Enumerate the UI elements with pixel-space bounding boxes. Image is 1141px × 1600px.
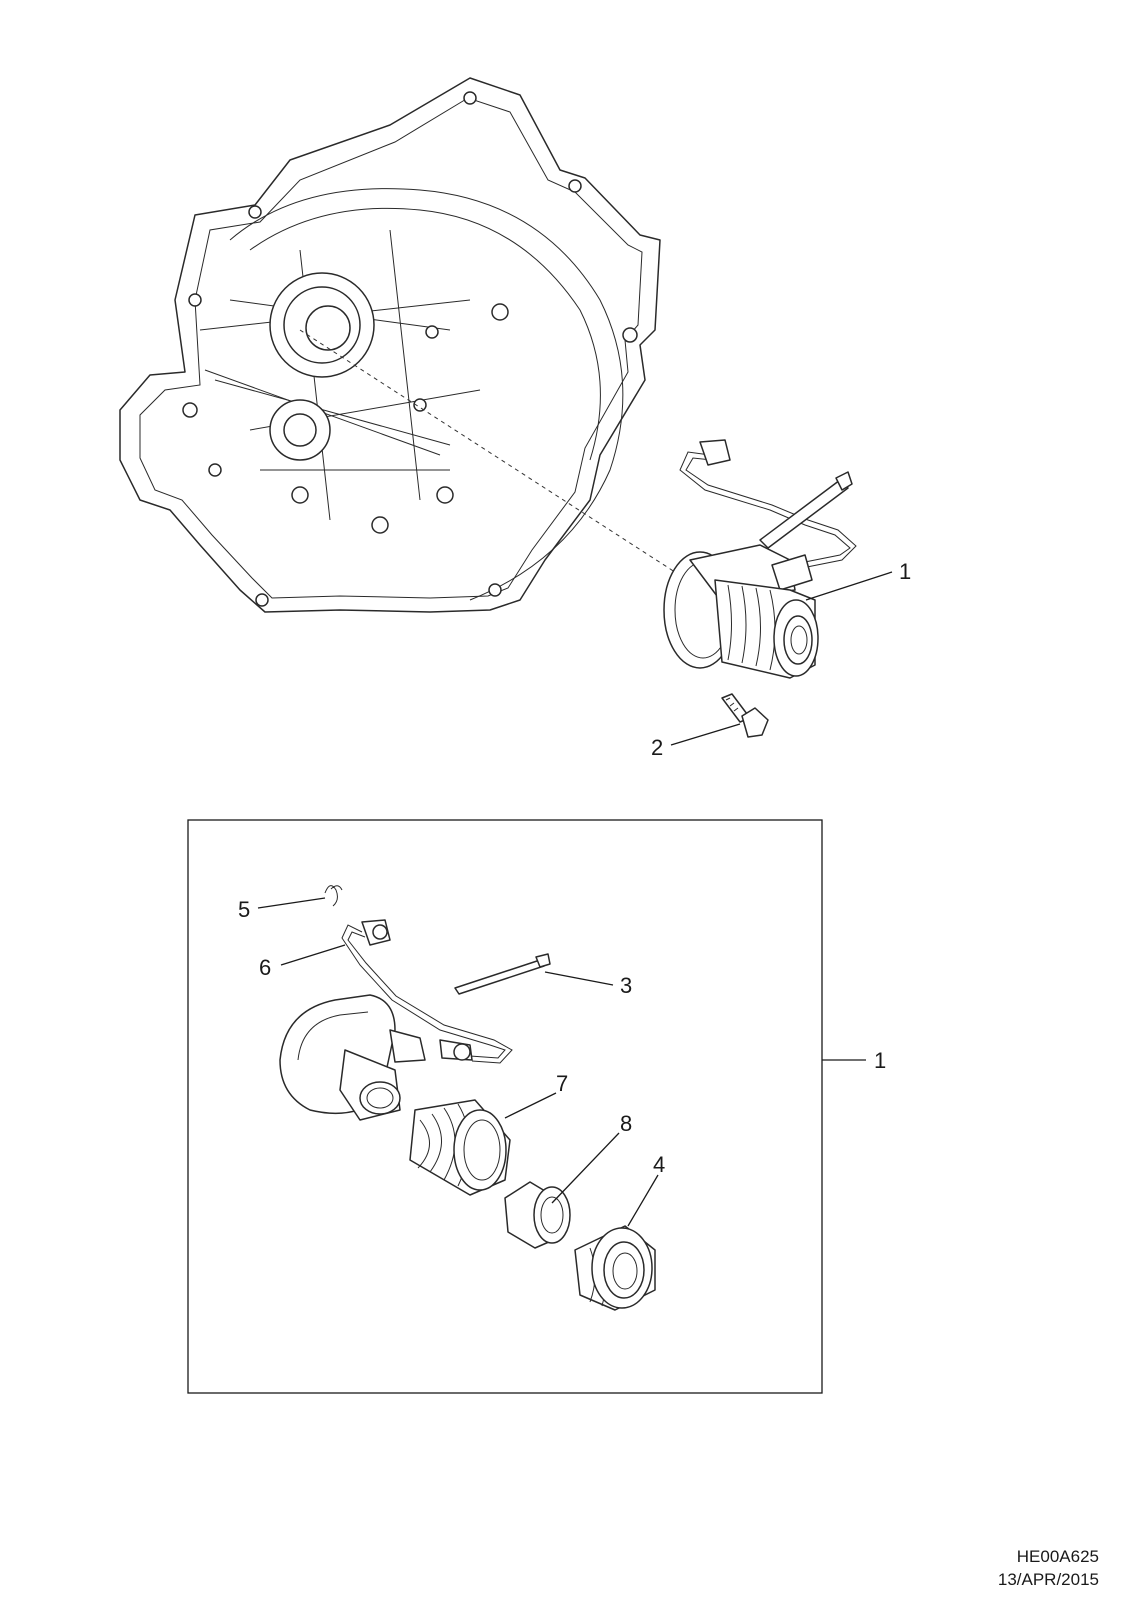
release-bearing [574, 1225, 656, 1311]
hydraulic-line [341, 919, 513, 1064]
callout-2: 2 [651, 735, 663, 760]
callout-3: 3 [620, 973, 632, 998]
bellows-boot [409, 1099, 511, 1196]
callout-5: 5 [238, 897, 250, 922]
callout-8: 8 [620, 1111, 632, 1136]
drawing-code: HE00A625 [1016, 1547, 1099, 1566]
callout-4: 4 [653, 1152, 665, 1177]
leader-lines [257, 571, 893, 1227]
callout-6: 6 [259, 955, 271, 980]
concentric-slave-cylinder [663, 439, 857, 679]
callout-7: 7 [556, 1071, 568, 1096]
kit-inset-box [187, 819, 823, 1394]
retaining-clip [324, 885, 343, 907]
bearing-sleeve [504, 1181, 571, 1249]
slave-cylinder-body [279, 994, 473, 1121]
drawing-date: 13/APR/2015 [997, 1570, 1099, 1589]
bleed-pipe [454, 953, 551, 995]
bolt [721, 693, 769, 738]
alignment-line [299, 329, 696, 586]
callout-1-top: 1 [899, 559, 911, 584]
transmission-housing [119, 77, 661, 613]
callout-1-box: 1 [874, 1048, 886, 1073]
